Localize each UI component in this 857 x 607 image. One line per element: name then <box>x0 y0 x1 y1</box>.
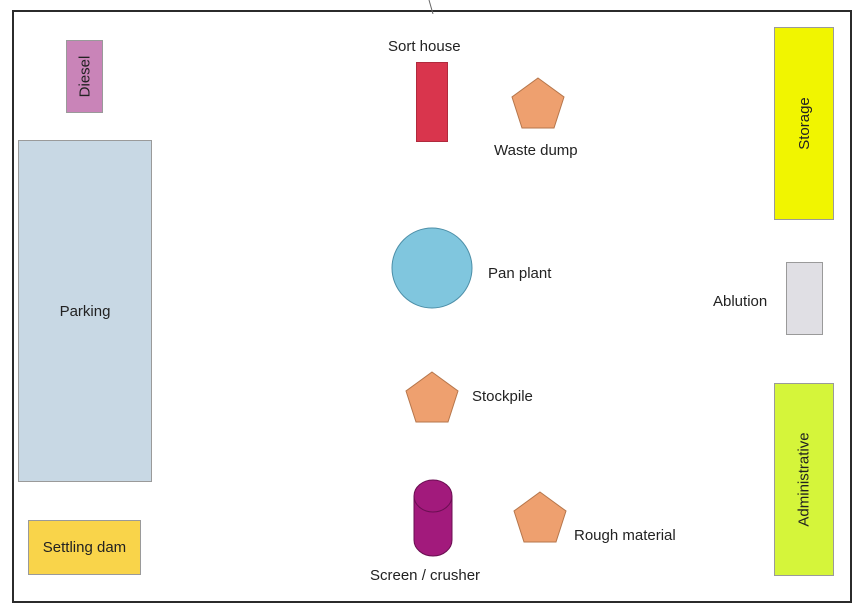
rough-material-pentagon <box>513 491 567 543</box>
rough-material-label: Rough material <box>574 527 676 544</box>
waste-dump-label: Waste dump <box>494 142 578 159</box>
pan-plant-circle <box>391 227 473 309</box>
stockpile-label: Stockpile <box>472 388 533 405</box>
diesel-label: Diesel <box>76 55 93 98</box>
screen-crusher-label: Screen / crusher <box>370 567 481 584</box>
stockpile-pentagon <box>405 371 459 423</box>
settling-dam-area: Settling dam <box>28 520 141 575</box>
diesel-area: Diesel <box>66 40 103 113</box>
waste-dump-pentagon <box>511 77 565 129</box>
parking-area: Parking <box>18 140 152 482</box>
storage-label: Storage <box>795 97 813 150</box>
screen-crusher-cylinder <box>413 479 453 557</box>
pan-plant-label: Pan plant <box>488 265 552 282</box>
settling-dam-label: Settling dam <box>42 539 127 556</box>
ablution-building <box>786 262 823 335</box>
access-road-line <box>428 0 434 14</box>
administrative-label: Administrative <box>795 432 813 527</box>
sort-house-label: Sort house <box>388 38 461 55</box>
storage-area: Storage <box>774 27 834 220</box>
administrative-area: Administrative <box>774 383 834 576</box>
parking-label: Parking <box>59 302 111 320</box>
sort-house-building <box>416 62 448 142</box>
ablution-label: Ablution <box>713 293 768 310</box>
